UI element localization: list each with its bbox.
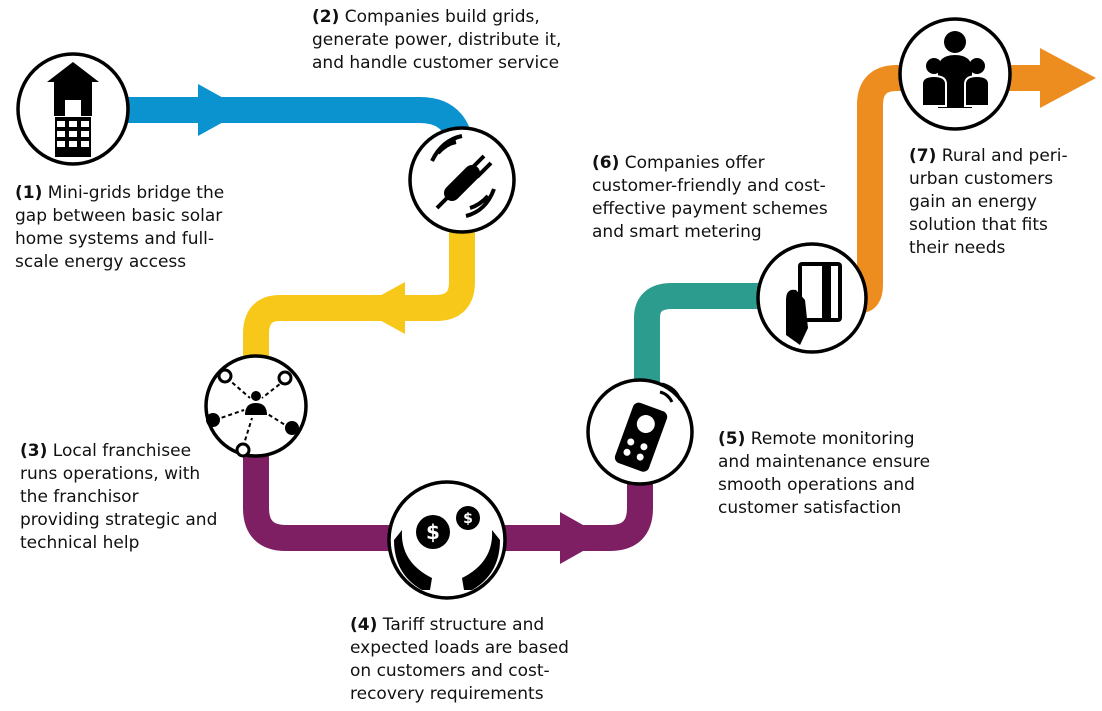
step-description: Companies build grids, generate power, d… (312, 7, 562, 73)
step-3-text: (3) Local franchisee runs operations, wi… (20, 440, 220, 555)
arrow-blue (198, 84, 245, 136)
connector-teal (634, 283, 800, 410)
step-description: Tariff structure and expected loads are … (350, 615, 569, 704)
step-2-text: (2) Companies build grids, generate powe… (312, 6, 577, 75)
step-number: (7) (909, 146, 937, 166)
connector-blue (75, 97, 475, 161)
step-number: (3) (20, 441, 48, 461)
svg-text:$: $ (463, 511, 473, 527)
arrow-orange (1040, 48, 1096, 108)
step-5-text: (5) Remote monitoring and maintenance en… (718, 428, 938, 520)
step-6-text: (6) Companies offer customer-friendly an… (592, 152, 842, 244)
remote-control-icon (586, 378, 694, 486)
payment-card-icon (756, 242, 868, 354)
step-number: (1) (15, 183, 43, 203)
step-description: Local franchisee runs operations, with t… (20, 441, 218, 553)
house-battery-icon (16, 52, 130, 166)
power-plug-icon (408, 126, 516, 234)
step-description: Mini-grids bridge the gap between basic … (15, 183, 225, 272)
step-1-text: (1) Mini-grids bridge the gap between ba… (15, 182, 235, 274)
svg-text:$: $ (426, 520, 440, 544)
step-number: (2) (312, 7, 340, 27)
step-description: Rural and peri-urban customers gain an e… (909, 146, 1068, 258)
step-7-text: (7) Rural and peri-urban customers gain … (909, 145, 1074, 260)
money-hands-icon: $ $ (387, 480, 507, 600)
network-person-icon (204, 354, 308, 458)
step-description: Companies offer customer-friendly and co… (592, 153, 828, 242)
arrow-purple (560, 512, 606, 564)
step-number: (6) (592, 153, 620, 173)
family-icon (898, 17, 1012, 131)
step-number: (5) (718, 429, 746, 449)
arrow-yellow (358, 282, 405, 334)
step-description: Remote monitoring and maintenance ensure… (718, 429, 931, 518)
step-4-text: (4) Tariff structure and expected loads … (350, 614, 585, 706)
step-number: (4) (350, 615, 378, 635)
